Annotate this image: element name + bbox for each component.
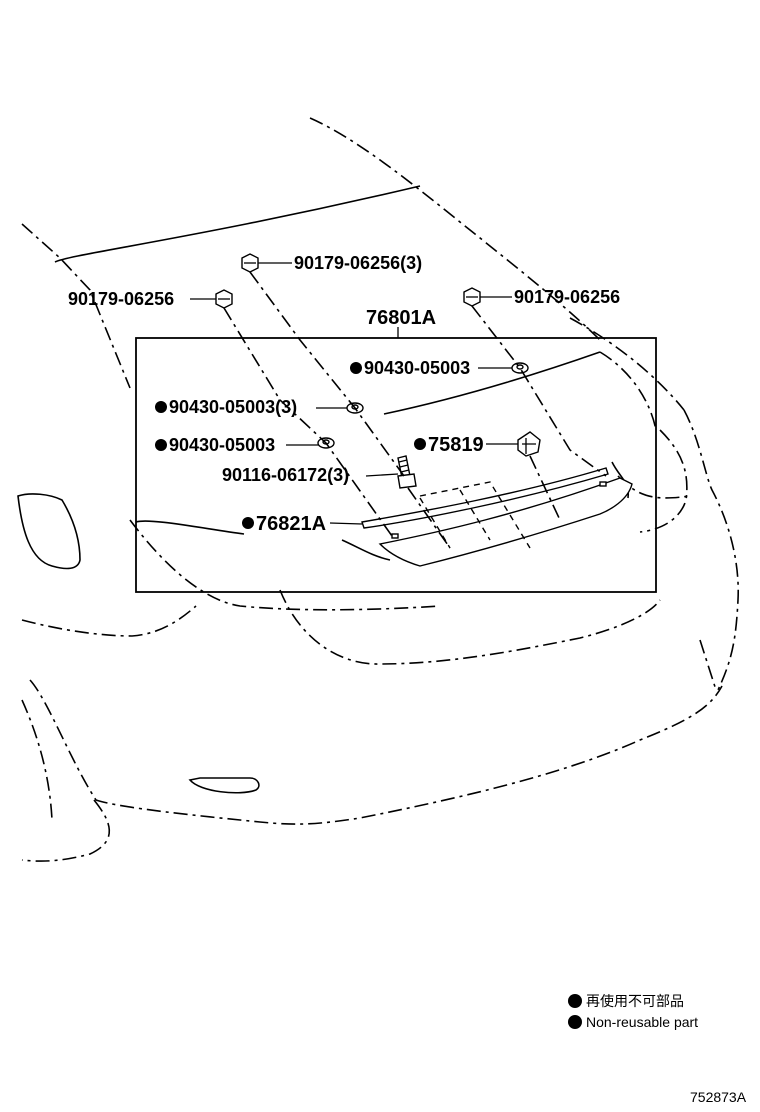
non-reusable-marker [242,517,254,529]
callout-emblem: 75819 [428,434,484,456]
clip-icon [241,253,259,273]
clip-icon [215,289,233,309]
legend: 再使用不可部品 Non-reusable part [568,993,698,1030]
legend-marker [568,1015,582,1029]
leader-lines [190,262,518,525]
callout-clip-right: 90179-06256 [514,287,620,307]
assembly-label: 76801A [366,307,436,329]
non-reusable-marker [414,438,426,450]
vehicle-body-outline [17,117,740,862]
legend-item-en: Non-reusable part [586,1014,698,1030]
callout-nut-b: 90430-05003(3) [169,397,297,417]
callout-bolt: 90116-06172(3) [222,465,349,485]
clip-icon [463,287,481,307]
callout-nut-c: 90430-05003 [169,435,275,455]
installation-paths [223,271,607,549]
callout-garnish: 76821A [256,513,326,535]
legend-item-jp: 再使用不可部品 [586,993,684,1009]
callout-clip-left: 90179-06256 [68,289,174,309]
garnish-76821a [361,467,633,567]
callout-labels: 90179-06256(3) 90179-06256 90179-06256 9… [68,253,620,535]
non-reusable-marker [155,401,167,413]
nut-icon [511,362,529,374]
emblem-icon [517,431,541,457]
non-reusable-marker [350,362,362,374]
callout-clip-top: 90179-06256(3) [294,253,422,273]
figure-code: 752873A [690,1089,747,1105]
callout-nut-a: 90430-05003 [364,358,470,378]
non-reusable-marker [155,439,167,451]
inner-body-lines [135,351,657,561]
assembly-frame: 76801A [135,307,657,593]
legend-marker [568,994,582,1008]
